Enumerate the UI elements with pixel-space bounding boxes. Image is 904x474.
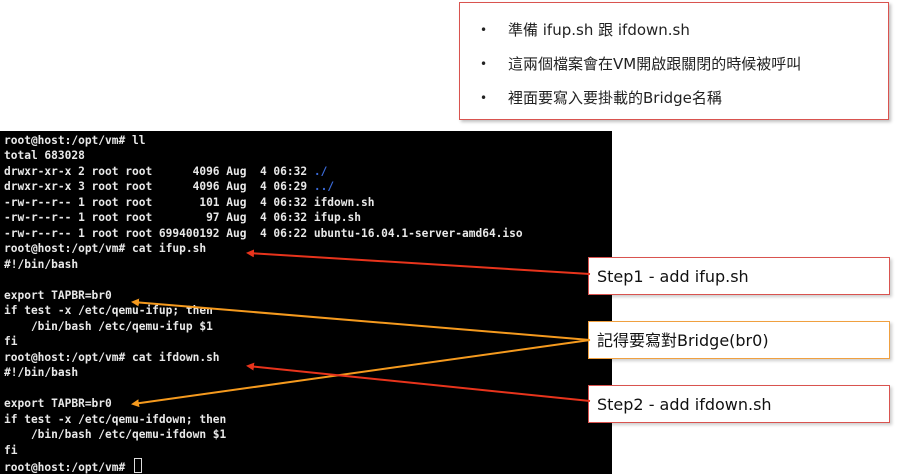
callout-step1: Step1 - add ifup.sh bbox=[588, 257, 890, 295]
callout-bridge: 記得要寫對Bridge(br0) bbox=[588, 321, 890, 359]
terminal-cursor bbox=[133, 458, 142, 473]
terminal-line: drwxr-xr-x 2 root root 4096 Aug 4 06:32 … bbox=[4, 164, 327, 179]
callout-bridge-label: 記得要寫對Bridge(br0) bbox=[597, 331, 769, 350]
terminal-prompt-line: root@host:/opt/vm# bbox=[4, 458, 142, 474]
terminal-line: #!/bin/bash bbox=[4, 258, 79, 271]
terminal-line: drwxr-xr-x 3 root root 4096 Aug 4 06:29 … bbox=[4, 179, 334, 194]
dir-entry: ./ bbox=[313, 165, 328, 178]
terminal-text: drwxr-xr-x 2 root root 4096 Aug 4 06:32 bbox=[4, 165, 314, 178]
terminal-line: fi bbox=[4, 335, 18, 348]
terminal-line: total 683028 bbox=[4, 149, 85, 162]
terminal-line: root@host:/opt/vm# ll bbox=[4, 134, 146, 147]
note-text: 這兩個檔案會在VM開啟跟關閉的時候被呼叫 bbox=[508, 55, 802, 73]
callout-step2: Step2 - add ifdown.sh bbox=[588, 385, 890, 423]
terminal-line: #!/bin/bash bbox=[4, 366, 79, 379]
terminal-prompt: root@host:/opt/vm# bbox=[4, 461, 132, 474]
note-text: 裡面要寫入要掛載的Bridge名稱 bbox=[508, 89, 722, 107]
terminal-line: -rw-r--r-- 1 root root 699400192 Aug 4 0… bbox=[4, 227, 523, 240]
terminal-text: drwxr-xr-x 3 root root 4096 Aug 4 06:29 bbox=[4, 180, 314, 193]
arrow-step1 bbox=[246, 249, 591, 275]
note-item: • 裡面要寫入要掛載的Bridge名稱 bbox=[460, 84, 888, 112]
terminal-line: root@host:/opt/vm# cat ifup.sh bbox=[4, 242, 207, 255]
bullet: • bbox=[480, 57, 488, 71]
note-text: 準備 ifup.sh 跟 ifdown.sh bbox=[508, 21, 690, 39]
bullet: • bbox=[480, 23, 488, 37]
arrow-bridge-ifup bbox=[131, 298, 591, 341]
arrow-bridge-ifdown bbox=[131, 339, 591, 408]
terminal-line: export TAPBR=br0 bbox=[4, 397, 112, 410]
terminal-line: if test -x /etc/qemu-ifdown; then bbox=[4, 413, 227, 426]
terminal-line: -rw-r--r-- 1 root root 97 Aug 4 06:32 if… bbox=[4, 211, 361, 224]
arrow-step2 bbox=[246, 362, 591, 402]
terminal-line: root@host:/opt/vm# cat ifdown.sh bbox=[4, 351, 220, 364]
note-item: • 這兩個檔案會在VM開啟跟關閉的時候被呼叫 bbox=[460, 50, 888, 78]
callout-step2-label: Step2 - add ifdown.sh bbox=[597, 395, 772, 414]
terminal-line: fi bbox=[4, 444, 18, 457]
note-item: • 準備 ifup.sh 跟 ifdown.sh bbox=[460, 16, 888, 44]
dir-entry: ../ bbox=[313, 180, 335, 193]
terminal-line: -rw-r--r-- 1 root root 101 Aug 4 06:32 i… bbox=[4, 196, 375, 209]
terminal-line: export TAPBR=br0 bbox=[4, 289, 112, 302]
bullet: • bbox=[480, 91, 488, 105]
terminal-line: /bin/bash /etc/qemu-ifup $1 bbox=[4, 320, 213, 333]
terminal-window[interactable]: root@host:/opt/vm# ll total 683028 drwxr… bbox=[0, 131, 612, 474]
terminal-line: /bin/bash /etc/qemu-ifdown $1 bbox=[4, 428, 227, 441]
callout-step1-label: Step1 - add ifup.sh bbox=[597, 267, 749, 286]
notes-box: • 準備 ifup.sh 跟 ifdown.sh • 這兩個檔案會在VM開啟跟關… bbox=[459, 2, 889, 120]
